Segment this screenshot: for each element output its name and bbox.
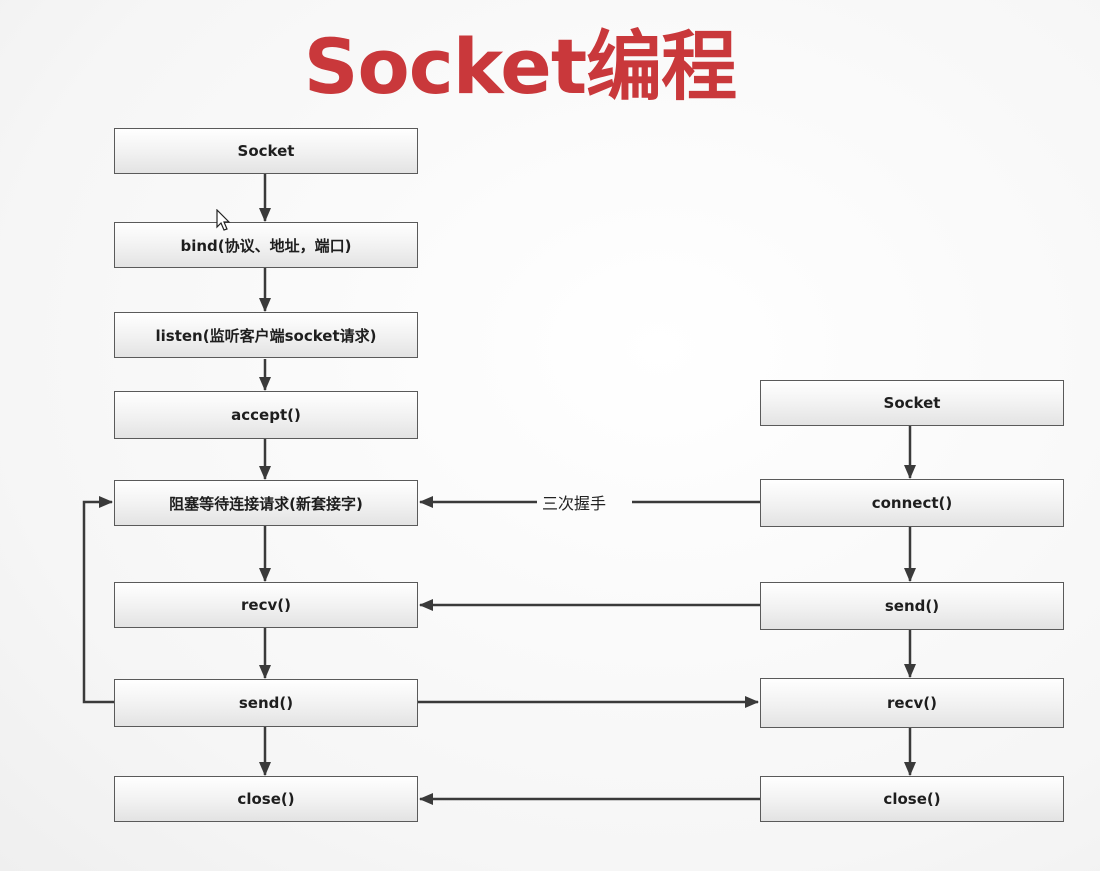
loop-send-to-block — [82, 496, 114, 704]
client-recv-box: recv() — [760, 678, 1064, 728]
server-socket-box: Socket — [114, 128, 418, 174]
server-accept-box: accept() — [114, 391, 418, 439]
server-recv-box: recv() — [114, 582, 418, 628]
server-bind-box: bind(协议、地址，端口) — [114, 222, 418, 268]
server-send-box: send() — [114, 679, 418, 727]
client-connect-box: connect() — [760, 479, 1064, 527]
server-close-box: close() — [114, 776, 418, 822]
page-title: Socket编程 — [303, 22, 737, 111]
server-listen-box: listen(监听客户端socket请求) — [114, 312, 418, 358]
mouse-cursor-icon — [216, 209, 231, 231]
client-send-box: send() — [760, 582, 1064, 630]
handshake-label: 三次握手 — [542, 494, 607, 513]
client-socket-box: Socket — [760, 380, 1064, 426]
client-close-box: close() — [760, 776, 1064, 822]
server-block-wait-box: 阻塞等待连接请求(新套接字) — [114, 480, 418, 526]
